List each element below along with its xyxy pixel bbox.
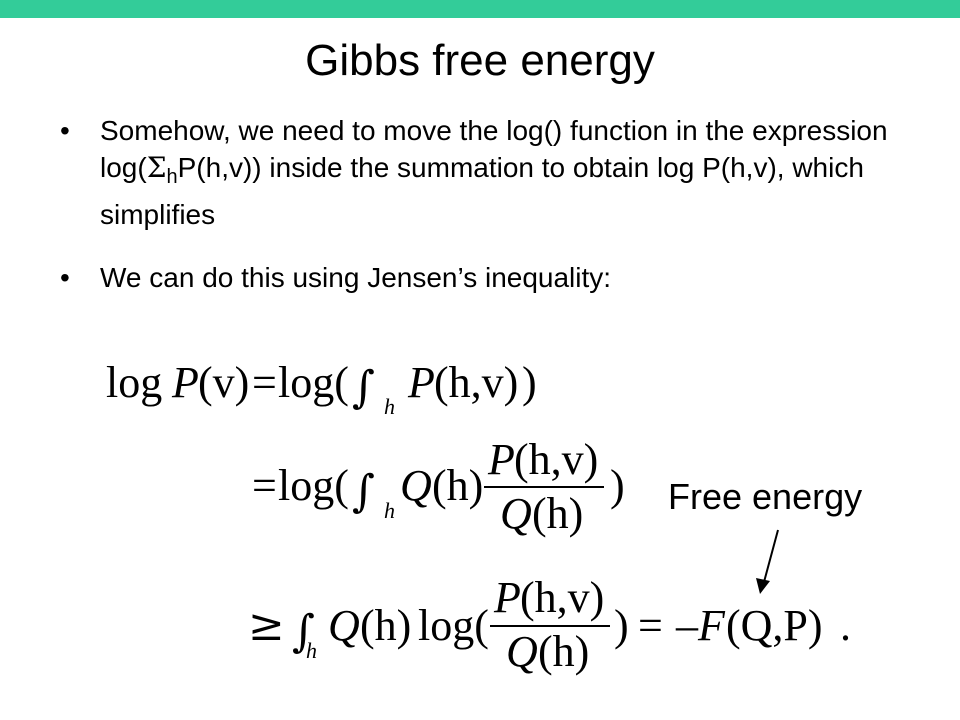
eq3-geq: ≥ bbox=[248, 600, 285, 651]
eq1-lhs-arg: (v) bbox=[198, 358, 249, 407]
bullet1-text-after: P(h,v)) inside the summation to obtain l… bbox=[100, 152, 864, 230]
eq3-period: . bbox=[840, 601, 851, 650]
eq2-Q: Q bbox=[400, 461, 432, 510]
eq2-numerator-P: P bbox=[487, 435, 515, 484]
eq2-numerator-arg: (h,v) bbox=[514, 435, 598, 484]
eq1-arg: (h,v) bbox=[434, 358, 518, 407]
eq3-Q-arg: (h) bbox=[360, 601, 411, 650]
eq1-equals: = bbox=[252, 358, 277, 407]
equation-line-1: log P (v) = log( ∫ h P (h,v) ) bbox=[106, 358, 537, 419]
bullet-item-2: We can do this using Jensen’s inequality… bbox=[60, 259, 920, 296]
eq1-lhs-P: P bbox=[171, 358, 199, 407]
eq1-P: P bbox=[407, 358, 435, 407]
eq3-denominator-Q: Q bbox=[506, 627, 538, 676]
eq1-log: log( bbox=[278, 358, 349, 407]
eq2-close: ) bbox=[610, 461, 625, 510]
eq2-Q-arg: (h) bbox=[432, 461, 483, 510]
free-energy-arrow-icon bbox=[756, 529, 779, 594]
free-energy-annotation: Free energy bbox=[668, 476, 863, 517]
eq2-equals: = bbox=[252, 461, 277, 510]
eq2-log: log( bbox=[278, 461, 349, 510]
eq2-denominator-arg: (h) bbox=[532, 489, 583, 538]
eq1-close: ) bbox=[522, 358, 537, 407]
eq3-denominator-arg: (h) bbox=[538, 627, 589, 676]
eq3-numerator-P: P bbox=[493, 573, 521, 622]
eq3-log: log( bbox=[418, 601, 489, 650]
eq2-denominator-Q: Q bbox=[500, 489, 532, 538]
eq3-F-arg: (Q,P) bbox=[726, 601, 823, 650]
bullet-item-1: Somehow, we need to move the log() funct… bbox=[60, 112, 920, 233]
eq3-integral-subscript: h bbox=[306, 638, 317, 663]
eq3-numerator-arg: (h,v) bbox=[520, 573, 604, 622]
sigma-symbol: Σ bbox=[146, 151, 167, 184]
eq3-integral-icon: ∫ bbox=[292, 606, 315, 657]
sigma-subscript: h bbox=[166, 166, 178, 188]
slide-title: Gibbs free energy bbox=[305, 36, 655, 85]
top-accent-bar bbox=[0, 0, 960, 18]
eq1-integral-subscript: h bbox=[384, 394, 395, 419]
equation-line-3: ≥ ∫ h Q (h) log( P (h,v) Q (h) ) = – F (… bbox=[248, 573, 851, 676]
bullet1-text-before: Somehow, we need to move the log() funct… bbox=[100, 115, 888, 183]
eq3-close: ) bbox=[614, 601, 629, 650]
eq3-equals: = bbox=[638, 601, 663, 650]
eq1-integral-icon: ∫ bbox=[352, 362, 375, 413]
bullet-list: Somehow, we need to move the log() funct… bbox=[60, 112, 920, 296]
eq2-integral-subscript: h bbox=[384, 498, 395, 523]
eq3-F: F bbox=[697, 601, 726, 650]
eq2-integral-icon: ∫ bbox=[352, 466, 375, 517]
eq3-Q: Q bbox=[328, 601, 360, 650]
eq1-lhs-log: log bbox=[106, 358, 162, 407]
eq3-minus: – bbox=[675, 601, 699, 650]
equation-line-2: = log( ∫ h Q (h) P (h,v) Q (h) ) bbox=[252, 435, 625, 538]
